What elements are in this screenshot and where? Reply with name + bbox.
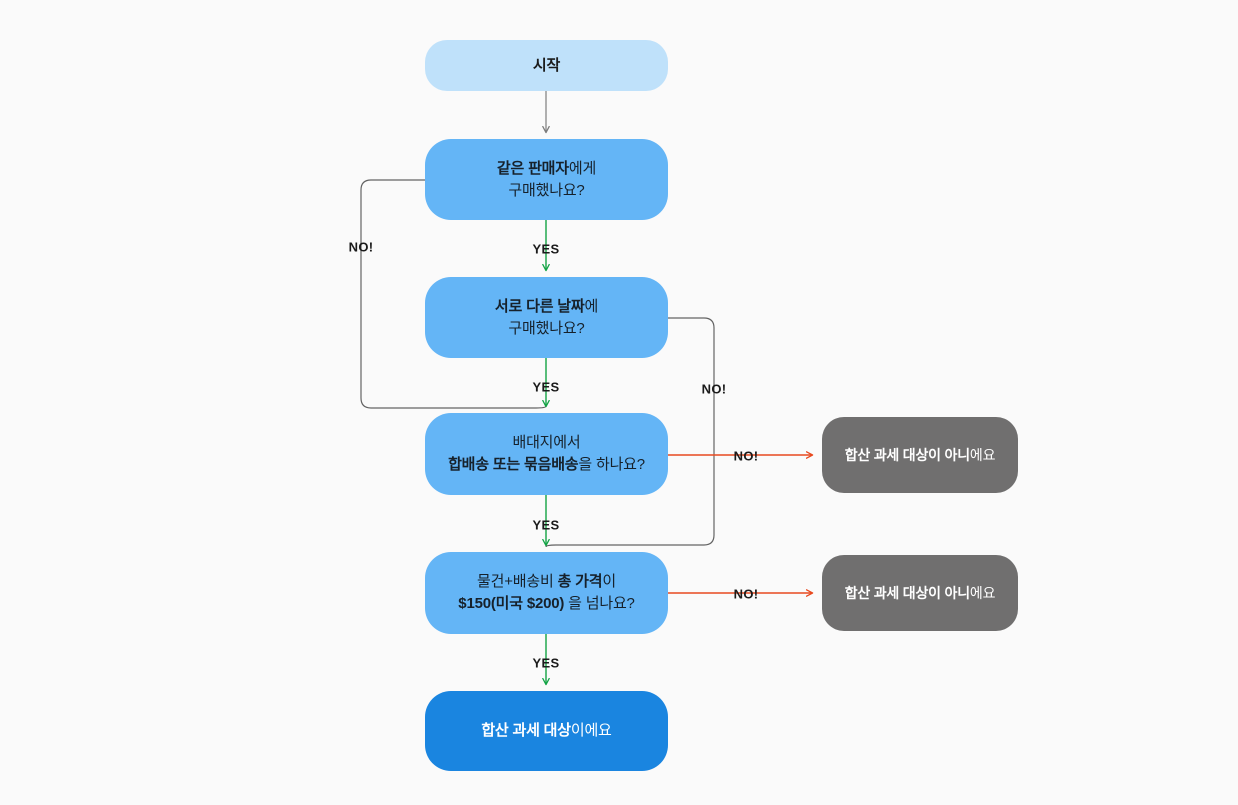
node-text-segment: 이 <box>602 573 616 591</box>
node-text-segment: 합배송 또는 묶음배송 <box>448 456 579 473</box>
edge-label-q1-no: NO! <box>348 239 374 255</box>
node-text-segment: 이에요 <box>570 722 612 740</box>
node-text-segment: 에 <box>584 297 599 315</box>
node-text-line: 구매했나요? <box>508 318 584 340</box>
node-text-line: 물건+배송비 총 가격이 <box>477 571 616 593</box>
node-text-segment: 에게 <box>568 159 597 177</box>
node-result-taxable: 합산 과세 대상이에요 <box>425 691 668 771</box>
edge-label-q3-no: NO! <box>733 448 759 464</box>
node-text-line: 합산 과세 대상이에요 <box>481 720 612 742</box>
node-text-segment: 구매했나요? <box>508 181 585 199</box>
node-text-segment: 서로 다른 날짜 <box>494 297 585 315</box>
node-start: 시작 <box>425 40 668 91</box>
edge-label-q4-no: NO! <box>733 586 759 602</box>
node-text-line: 합산 과세 대상이 아니에요 <box>845 583 996 603</box>
node-text-segment: 합산 과세 대상이 아니 <box>844 446 970 463</box>
node-text-segment: 총 가격 <box>557 573 603 591</box>
node-text-segment: 물건+배송비 <box>477 573 558 591</box>
node-result-not-taxable-shipping: 합산 과세 대상이 아니에요 <box>822 417 1018 493</box>
node-text-segment: 배대지에서 <box>512 434 581 452</box>
node-result-not-taxable-price: 합산 과세 대상이 아니에요 <box>822 555 1018 631</box>
node-text-line: 서로 다른 날짜에 <box>495 296 598 318</box>
node-question-total-price: 물건+배송비 총 가격이$150(미국 $200) 을 넘나요? <box>425 552 668 634</box>
edge-label-q1-yes: YES <box>532 241 560 257</box>
node-text-line: 구매했나요? <box>508 180 584 202</box>
node-text-segment: 같은 판매자 <box>496 159 569 177</box>
node-text-line: $150(미국 $200) 을 넘나요? <box>458 593 635 615</box>
node-text-segment: 을 하나요? <box>578 456 645 473</box>
edge-label-q2-yes: YES <box>532 379 560 395</box>
node-text-line: 같은 판매자에게 <box>497 158 596 180</box>
node-text-segment: 시작 <box>532 56 561 74</box>
node-text-line: 배대지에서 <box>512 432 580 454</box>
node-text-segment: 합산 과세 대상 <box>481 722 571 740</box>
edge-label-q4-yes: YES <box>532 655 560 671</box>
node-text-line: 합배송 또는 묶음배송을 하나요? <box>448 454 645 476</box>
edge-label-q3-yes: YES <box>532 517 560 533</box>
node-text-segment: 을 넘나요? <box>564 595 635 612</box>
node-text-line: 합산 과세 대상이 아니에요 <box>845 445 996 465</box>
node-text-segment: 구매했나요? <box>508 319 585 337</box>
node-text-line: 시작 <box>533 55 560 77</box>
node-text-segment: $150(미국 $200) <box>458 595 565 612</box>
node-text-segment: 합산 과세 대상이 아니 <box>844 584 970 601</box>
node-text-segment: 에요 <box>969 446 996 463</box>
edge-label-q2-no: NO! <box>701 381 727 397</box>
node-text-segment: 에요 <box>969 584 996 601</box>
